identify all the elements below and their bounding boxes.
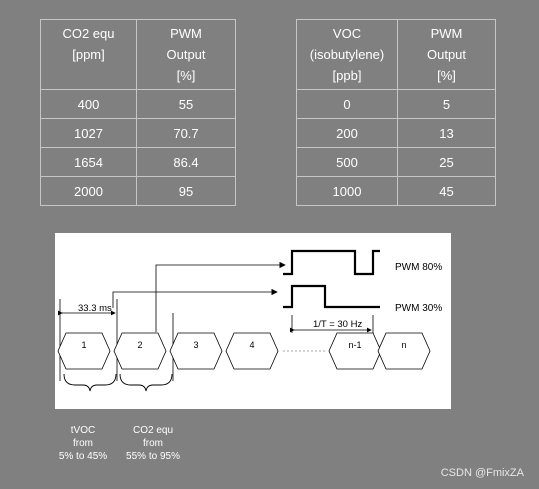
table-cell: 2000 [40,176,137,206]
brace-slot-2 [119,373,173,392]
co2-caption: CO2 equ from 55% to 95% [118,424,188,463]
slot-label: n [401,340,406,350]
pwm-header: PWM Output [%] [397,19,496,90]
table-row: 1654 86.4 [40,147,236,177]
table-cell: 45 [397,176,496,206]
slot-label: 3 [193,340,198,350]
table-header-row: CO2 equ [ppm] PWM Output [%] [40,19,236,90]
arrow-slot1-to-pwm30 [112,288,278,308]
slot-hexagon [377,332,431,370]
period-label: 1/T = 30 Hz [313,319,362,330]
table-cell: 400 [40,89,137,119]
co2-pwm-table: CO2 equ [ppm] PWM Output [%] 400 55 1027… [40,19,236,206]
table-cell: 13 [397,118,496,148]
slot-duration-label: 33.3 ms [78,303,112,314]
voc-pwm-table: VOC (isobutylene) [ppb] PWM Output [%] 0… [296,19,496,206]
table-cell: 500 [296,147,398,177]
brace-slot-1 [63,373,117,392]
caption-line: from [143,438,163,449]
table-cell: 95 [136,176,236,206]
header-line: (isobutylene) [309,47,385,62]
caption-line: tVOC [70,425,96,436]
pwm-30-waveform [283,284,380,309]
header-line: [ppm] [72,47,105,62]
caption-line: 5% to 45% [58,451,108,462]
pwm-80-waveform [283,249,380,276]
table-cell: 86.4 [136,147,236,177]
table-row: 2000 95 [40,176,236,206]
table-cell: 1654 [40,147,137,177]
header-line: PWM [430,26,463,41]
table-row: 200 13 [296,118,496,148]
slot-hexagon [328,332,382,370]
slot-hexagon [57,332,111,370]
table-row: 1027 70.7 [40,118,236,148]
watermark: CSDN @FmixZA [440,467,524,479]
header-line: Output [426,47,467,62]
slot-label: 1 [81,340,86,350]
table-cell: 1000 [296,176,398,206]
table-cell: 200 [296,118,398,148]
table-cell: 0 [296,89,398,119]
voc-header: VOC (isobutylene) [ppb] [296,19,398,90]
table-cell: 55 [136,89,236,119]
slot-hexagons: 1 2 3 4 n-1 n [57,332,431,370]
pwm-header: PWM Output [%] [136,19,236,90]
table-cell: 5 [397,89,496,119]
slot-label: n-1 [348,340,361,350]
table-row: 400 55 [40,89,236,119]
table-row: 500 25 [296,147,496,177]
caption-line: from [73,438,93,449]
header-line: CO2 equ [62,26,115,41]
caption-line: CO2 equ [132,425,174,436]
table-cell: 25 [397,147,496,177]
arrow-slot2-to-pwm80 [155,261,286,332]
caption-line: 55% to 95% [126,451,180,462]
header-line: VOC [332,26,362,41]
slot-label: 2 [137,340,142,350]
header-line: PWM [170,26,202,41]
slot-label: 4 [249,340,254,350]
header-line: Output [166,47,206,62]
header-line: [%] [176,68,196,83]
header-line: [ppb] [332,68,362,83]
pwm-30-label: PWM 30% [395,303,442,314]
table-row: 0 5 [296,89,496,119]
table-row: 1000 45 [296,176,496,206]
timing-diagram-svg: PWM 80% PWM 30% 1/T = 30 Hz 33.3 ms 1 2 3 4… [57,249,442,392]
slot-hexagon [169,332,223,370]
pwm-timing-diagram: PWM 80% PWM 30% 1/T = 30 Hz 33.3 ms 1 2 3 4… [55,233,451,409]
table-header-row: VOC (isobutylene) [ppb] PWM Output [%] [296,19,496,90]
tvoc-caption: tVOC from 5% to 45% [53,424,113,463]
table-cell: 70.7 [136,118,236,148]
co2-header: CO2 equ [ppm] [40,19,137,90]
table-cell: 1027 [40,118,137,148]
pwm-80-label: PWM 80% [395,262,442,273]
slot-hexagon [225,332,279,370]
slot-hexagon [113,332,167,370]
header-line: [%] [437,68,456,83]
